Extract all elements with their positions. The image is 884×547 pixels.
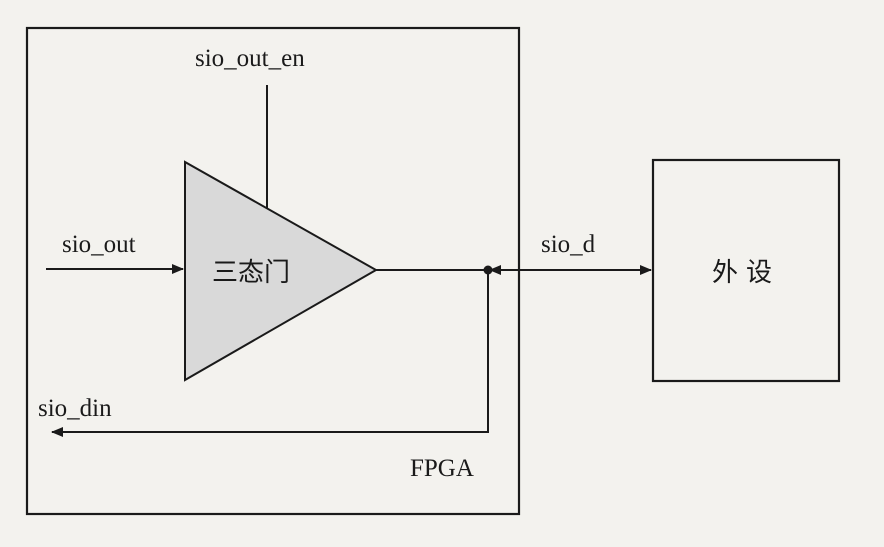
peripheral-label: 外设 bbox=[712, 258, 780, 288]
bidirectional-signal-label: sio_d bbox=[541, 231, 596, 258]
output-signal-label: sio_out bbox=[62, 231, 136, 258]
input-signal-label: sio_din bbox=[38, 395, 112, 422]
tristate-buffer-triangle bbox=[184, 160, 379, 382]
enable-signal-label: sio_out_en bbox=[195, 45, 305, 72]
input-feedback-wire bbox=[51, 270, 489, 437]
fpga-label: FPGA bbox=[410, 455, 474, 482]
buffer-label: 三态门 bbox=[212, 258, 290, 288]
peripheral-box bbox=[651, 158, 841, 383]
